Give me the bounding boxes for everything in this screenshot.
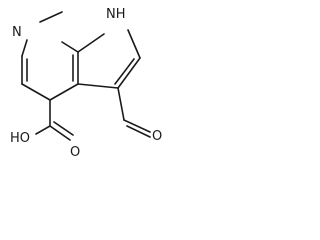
bond-c7a-n1	[77, 33, 105, 53]
bond-n6-c5	[21, 39, 28, 57]
atom-label-aldehyde-o: O	[152, 129, 162, 144]
bond-c2-c3	[117, 57, 141, 89]
structure-canvas: N NH O HO O	[0, 0, 186, 162]
bond-c2-c3-double	[114, 58, 135, 85]
bond-c3-cho	[117, 87, 125, 121]
atom-label-pyrrole-nh: NH	[106, 7, 126, 22]
bond-cho-o	[123, 119, 151, 133]
bond-c3-c3a	[77, 83, 119, 89]
atom-label-acid-oh: HO	[10, 131, 30, 146]
bond-n1-c2	[127, 29, 141, 59]
atom-label-acid-o: O	[70, 145, 80, 160]
bond-c3a-c7a	[49, 83, 79, 101]
molecule-structure: N NH O HO O	[10, 7, 162, 160]
bond-c7-c7b	[61, 41, 79, 53]
bond-cooh-o	[49, 125, 71, 141]
bond-cooh-oh	[35, 125, 51, 135]
bond-c7-n6	[39, 11, 63, 23]
atom-label-pyridine-n: N	[12, 25, 22, 40]
bond-c4-c3a	[21, 83, 51, 101]
bond-cho-o-double	[126, 125, 151, 138]
bond-cooh-o-double	[53, 121, 74, 136]
